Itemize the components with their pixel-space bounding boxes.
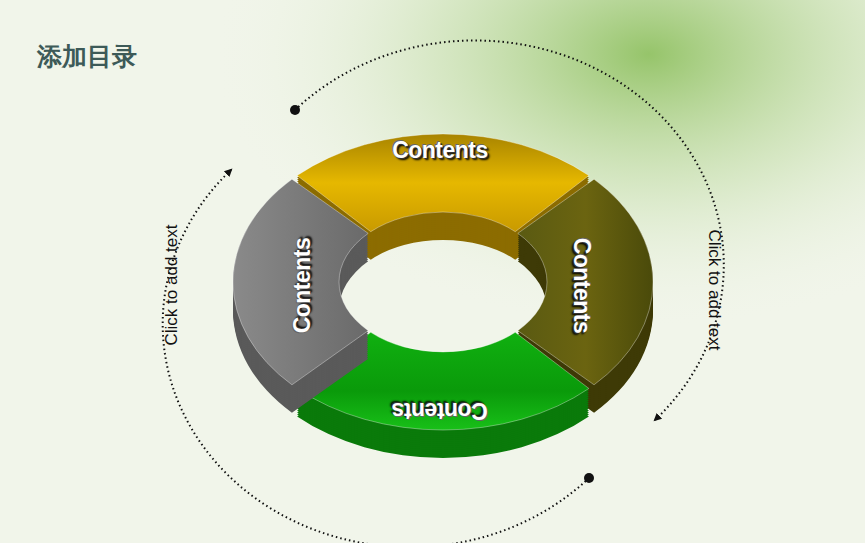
ring-segment: Contents xyxy=(287,233,318,337)
side-label: Click to add text xyxy=(704,230,724,351)
segment-text: Contents xyxy=(392,398,488,424)
ring-segment: Contents xyxy=(388,135,492,166)
ring-segment: Contents xyxy=(566,233,597,337)
slide-title: 添加目录 xyxy=(37,40,137,73)
side-label: Click to add text xyxy=(162,225,182,346)
segment-text: Contents xyxy=(392,137,488,163)
ring-segment: Contents xyxy=(388,395,492,426)
segment-text: Contents xyxy=(569,237,595,333)
segment-text: Contents xyxy=(289,237,315,333)
